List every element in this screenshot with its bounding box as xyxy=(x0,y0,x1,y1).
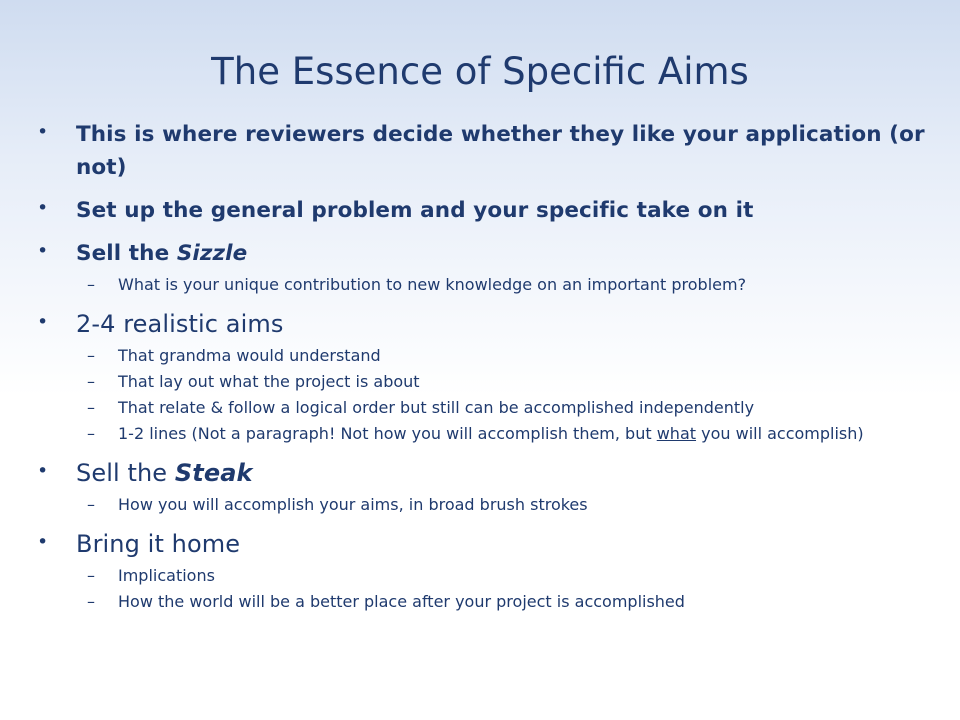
sub-text: That grandma would understand xyxy=(118,346,381,365)
bullet-prefix: Sell the xyxy=(76,241,177,266)
bullet-item: • Set up the general problem and your sp… xyxy=(34,194,934,227)
sub-text: How you will accomplish your aims, in br… xyxy=(118,495,588,514)
sub-text: That lay out what the project is about xyxy=(118,372,420,391)
bullet-item: • Bring it home – Implications – How the w… xyxy=(34,528,934,615)
dash-icon: – xyxy=(87,346,95,365)
dash-icon: – xyxy=(87,275,95,294)
sub-item: – What is your unique contribution to new… xyxy=(76,272,934,298)
sub-text: That relate & follow a logical order but… xyxy=(118,398,755,417)
sub-text-before: 1-2 lines (Not a paragraph! Not how you … xyxy=(118,424,657,443)
bullet-prefix: Sell the xyxy=(76,459,175,487)
bullet-text: Bring it home xyxy=(76,530,241,558)
bullet-item: • Sell the Sizzle – What is your unique c… xyxy=(34,237,934,298)
bullet-item: • 2-4 realistic aims – That grandma would… xyxy=(34,308,934,447)
sub-list: – What is your unique contribution to new… xyxy=(76,272,934,298)
sub-text-underlined: what xyxy=(656,424,697,443)
sub-text: Implications xyxy=(118,566,215,585)
dash-icon: – xyxy=(87,372,95,391)
bullet-text: Sell the Steak xyxy=(76,457,934,490)
sub-list: – Implications – How the world will be a b… xyxy=(76,563,934,615)
sub-list: – How you will accomplish your aims, in b… xyxy=(76,492,934,518)
sub-item: – That grandma would understand xyxy=(76,343,934,369)
bullet-item: • Sell the Steak – How you will accomplis… xyxy=(34,457,934,518)
bullet-dot-icon: • xyxy=(37,311,49,333)
bullet-emphasis: Steak xyxy=(174,459,253,487)
sub-list: – That grandma would understand – That lay… xyxy=(76,343,934,447)
sub-text: What is your unique contribution to new … xyxy=(118,275,747,294)
bullet-dot-icon: • xyxy=(37,460,49,482)
slide-title: The Essence of Specific Aims xyxy=(211,50,749,93)
bullet-text: Set up the general problem and your spec… xyxy=(76,198,754,223)
sub-item: – How you will accomplish your aims, in b… xyxy=(76,492,934,518)
sub-item: – How the world will be a better place af… xyxy=(76,589,934,615)
sub-item: – Implications xyxy=(76,563,934,589)
bullet-list: • This is where reviewers decide whether… xyxy=(34,118,934,625)
dash-icon: – xyxy=(87,398,95,417)
sub-text: How the world will be a better place aft… xyxy=(118,592,685,611)
sub-item: – That lay out what the project is about xyxy=(76,369,934,395)
sub-item: – That relate & follow a logical order bu… xyxy=(76,395,934,421)
bullet-text: This is where reviewers decide whether t… xyxy=(76,122,925,180)
bullet-dot-icon: • xyxy=(37,240,49,262)
bullet-dot-icon: • xyxy=(37,121,49,143)
bullet-dot-icon: • xyxy=(37,197,49,219)
dash-icon: – xyxy=(87,495,95,514)
dash-icon: – xyxy=(87,424,95,443)
sub-item: – 1-2 lines (Not a paragraph! Not how you… xyxy=(76,421,934,447)
dash-icon: – xyxy=(87,566,95,585)
dash-icon: – xyxy=(87,592,95,611)
bullet-item: • This is where reviewers decide whether… xyxy=(34,118,934,184)
bullet-emphasis: Sizzle xyxy=(176,241,248,266)
sub-text-after: you will accomplish) xyxy=(696,424,864,443)
bullet-dot-icon: • xyxy=(37,531,49,553)
bullet-text: Sell the Sizzle xyxy=(76,237,934,270)
bullet-text: 2-4 realistic aims xyxy=(76,310,284,338)
